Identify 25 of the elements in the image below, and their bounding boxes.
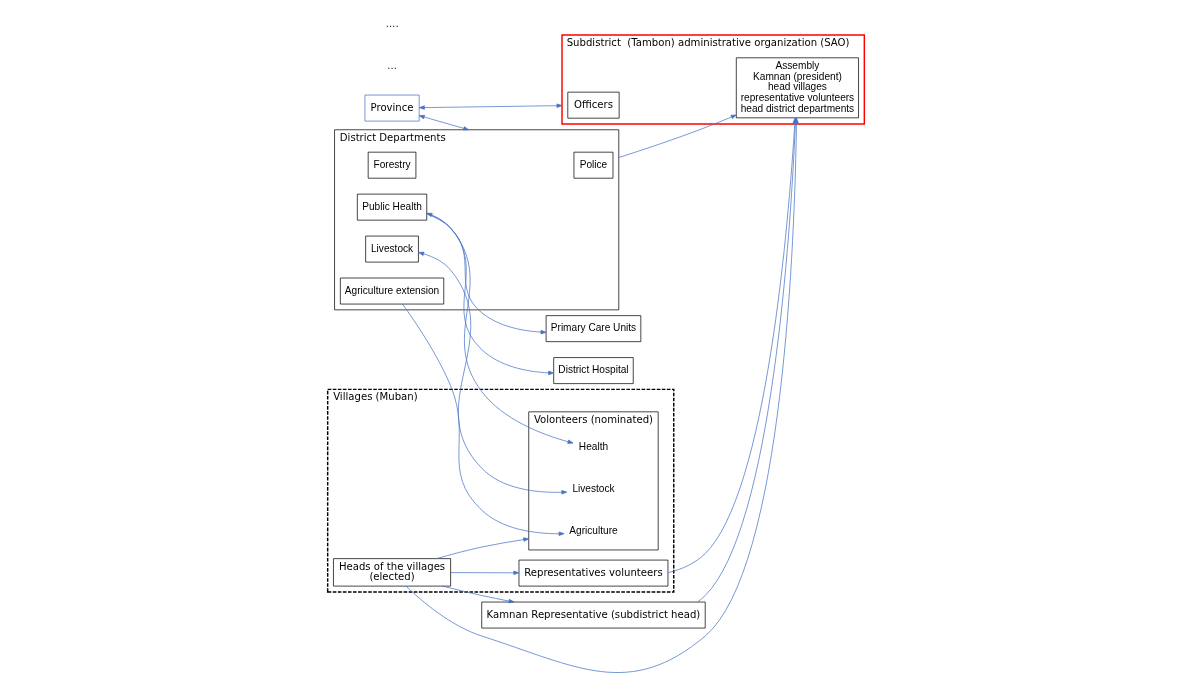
node-box: Representatives volunteers bbox=[518, 559, 668, 587]
node-box: Assembly Kamnan (president) head villages representative volunteers head district departments bbox=[735, 57, 859, 119]
node-box: Public Health bbox=[356, 193, 427, 221]
node-box: Heads of the villages (elected) bbox=[332, 558, 451, 587]
node-box: Livestock bbox=[364, 235, 419, 263]
label: …. bbox=[385, 17, 399, 29]
node-box: Primary Care Units bbox=[545, 315, 641, 343]
node-text: Agriculture bbox=[568, 524, 618, 536]
arrow bbox=[450, 570, 519, 575]
arrow bbox=[417, 251, 567, 495]
node-box: Police bbox=[573, 151, 613, 179]
arrow bbox=[418, 114, 469, 131]
node-text: Health bbox=[578, 440, 608, 452]
node-box: Officers bbox=[566, 91, 619, 119]
label: … bbox=[386, 59, 397, 71]
node-box: Agriculture extension bbox=[339, 277, 444, 305]
arrow bbox=[418, 103, 562, 110]
arrow bbox=[441, 585, 514, 604]
node-box: Forestry bbox=[367, 151, 416, 179]
arrow bbox=[617, 114, 737, 158]
node-text: Livestock bbox=[571, 482, 615, 494]
node-box: District Hospital bbox=[552, 357, 634, 384]
node-box: Province bbox=[364, 94, 420, 122]
arrow bbox=[401, 303, 564, 536]
arrow bbox=[435, 537, 529, 559]
